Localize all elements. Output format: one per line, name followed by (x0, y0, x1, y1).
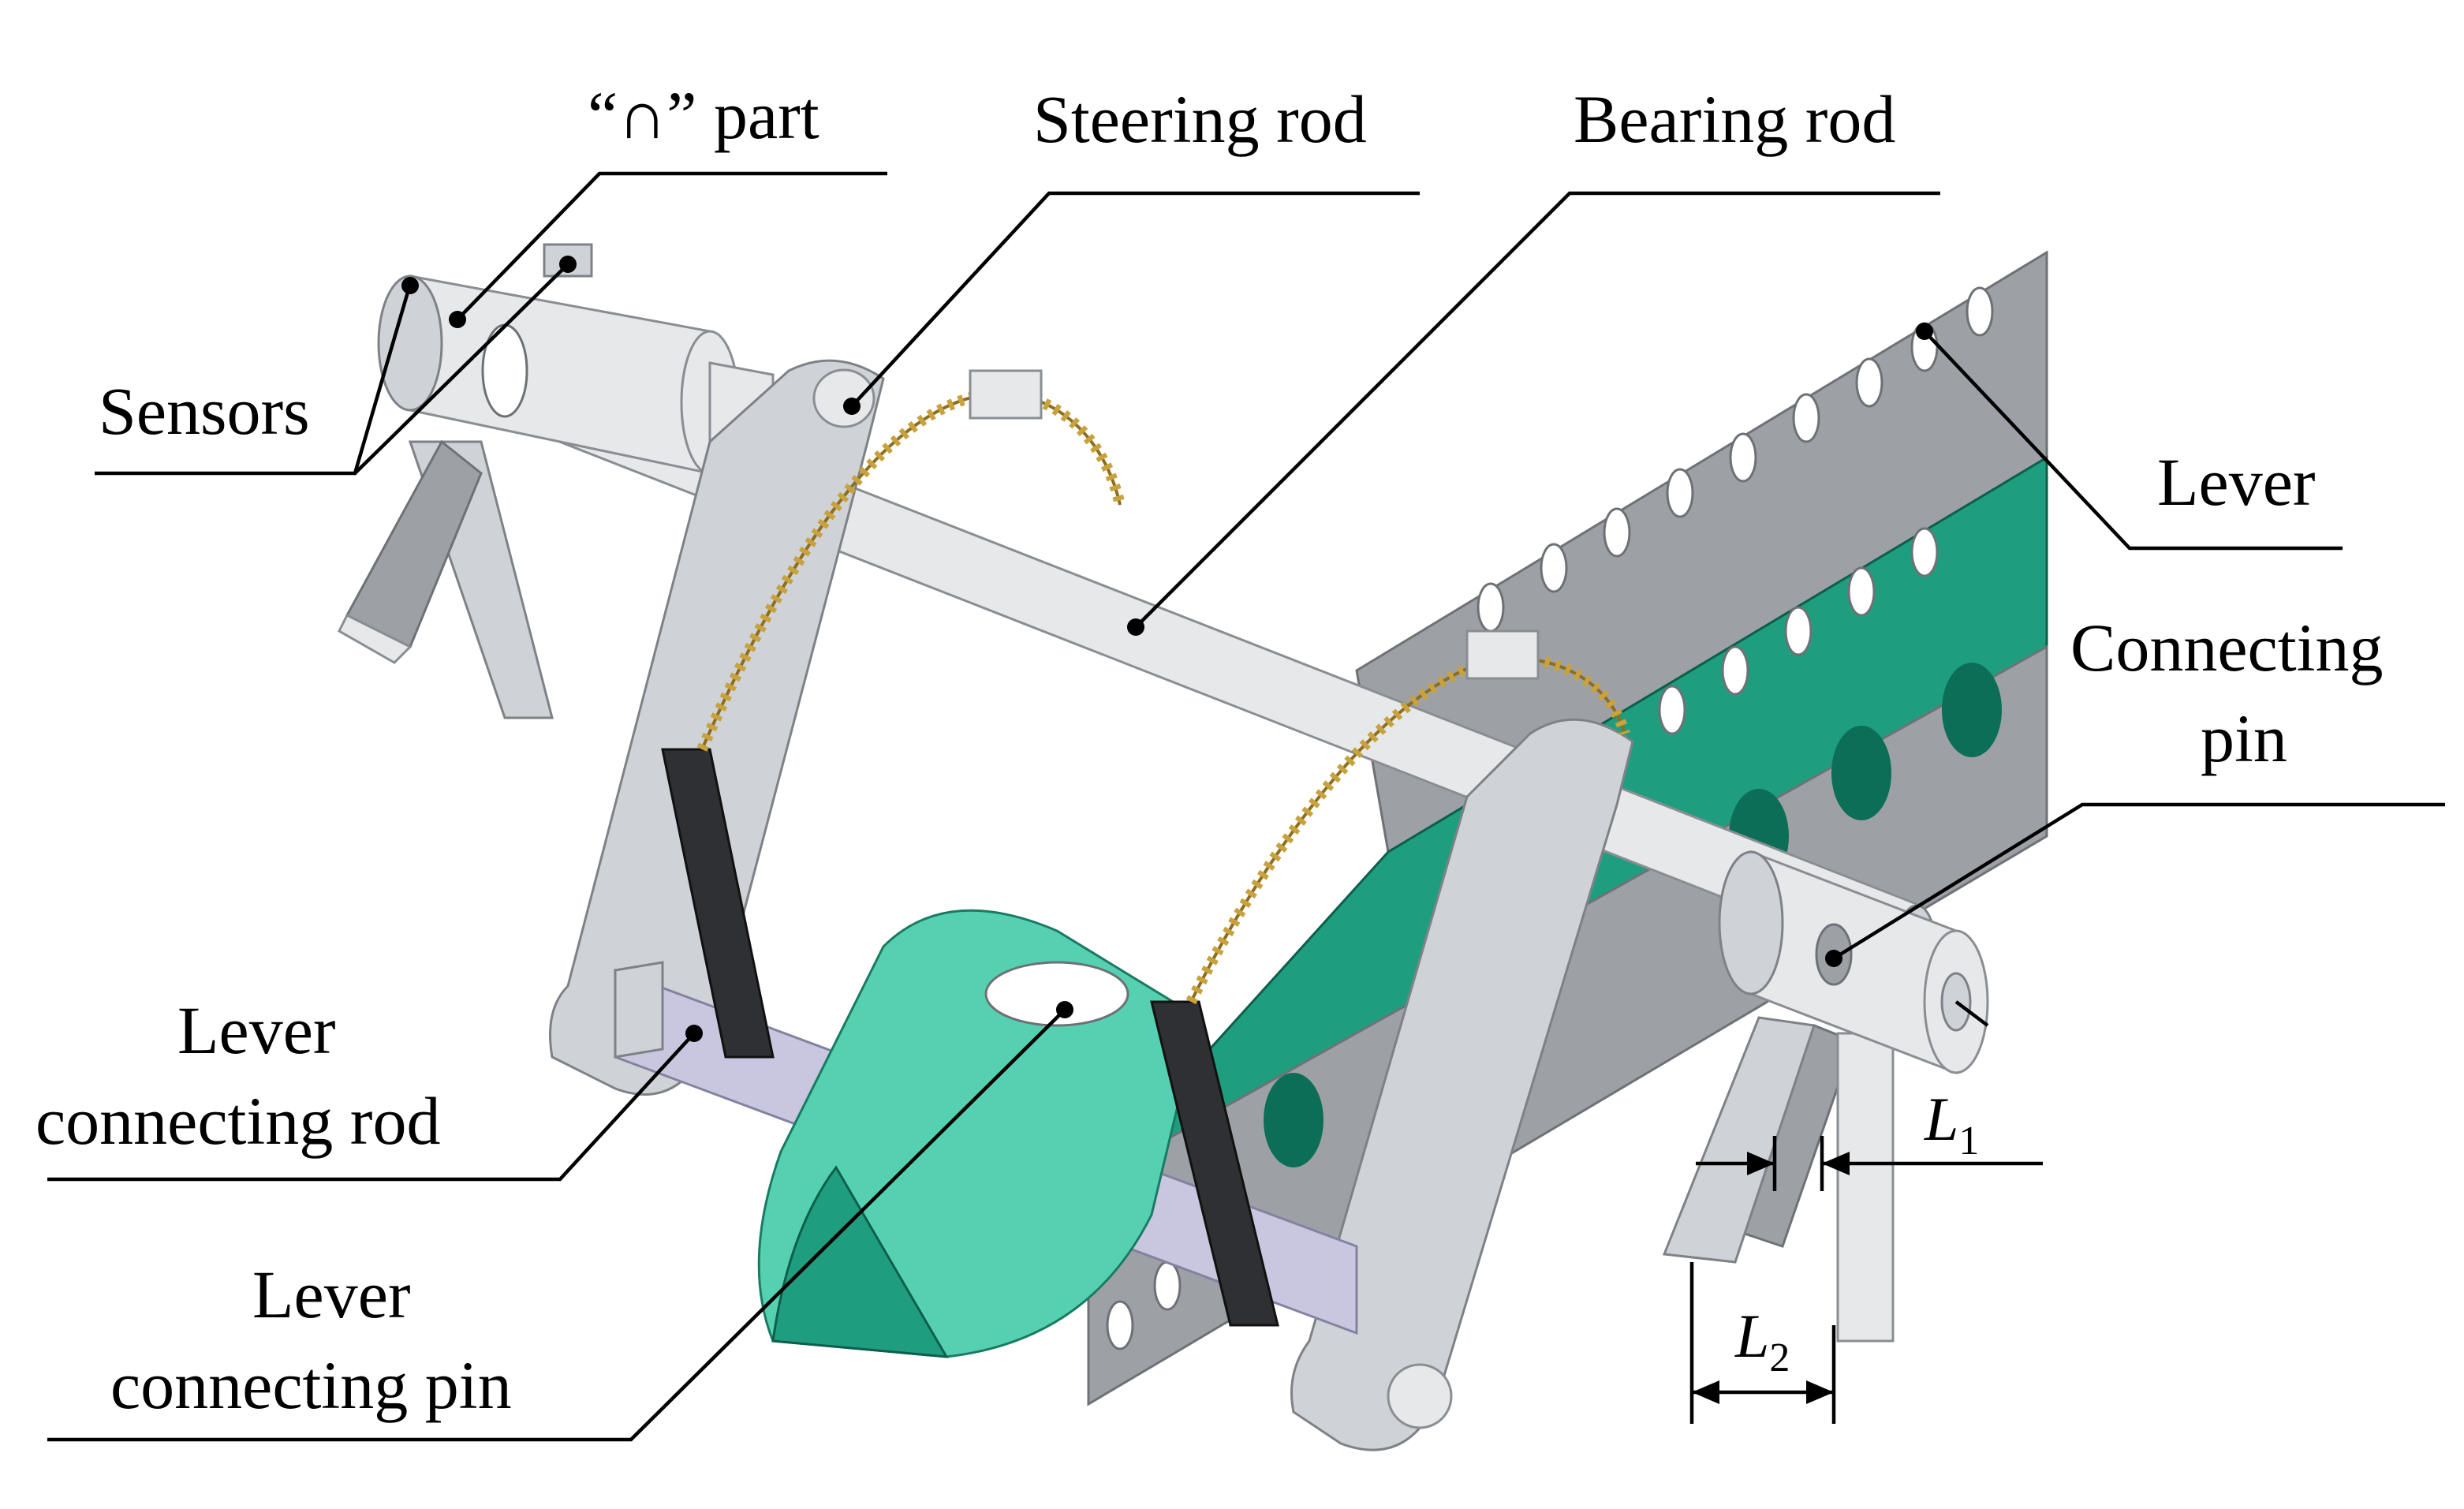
label-lever-connecting-rod-line2: connecting rod (35, 1083, 440, 1159)
label-lever-connecting-rod-line1: Lever (177, 992, 336, 1068)
steering-plate-right (1290, 718, 1634, 1451)
lever-pin-hole (984, 961, 1129, 1027)
spring-right (1185, 652, 1630, 1005)
black-bars (661, 748, 1279, 1327)
springs (696, 369, 1630, 1005)
dimension-l1: L1 (1696, 1085, 2043, 1191)
label-lever: Lever (2157, 444, 2316, 520)
right-support (1662, 1016, 1895, 1343)
label-connecting-pin-line2: pin (2201, 700, 2287, 776)
label-steering-rod: Steering rod (1033, 81, 1367, 157)
dimension-l2: L2 (1689, 1262, 1836, 1424)
label-lever-connecting-pin-line1: Lever (252, 1257, 411, 1332)
label-sensors: Sensors (99, 373, 310, 449)
label-bearing-rod: Bearing rod (1574, 81, 1895, 157)
labels: Sensors “∩” part Steering rod Bearing ro… (35, 77, 2384, 1423)
label-connecting-pin-line1: Connecting (2070, 610, 2384, 685)
leader-lines (47, 171, 2445, 1442)
dimension-l2-label: L2 (1734, 1302, 1790, 1380)
lever-lower-flange (1087, 644, 2048, 1406)
label-cap-part: “∩” part (588, 77, 819, 153)
spring-left (696, 387, 1126, 752)
dimension-l1-label: L1 (1924, 1085, 1979, 1163)
lever-head (757, 909, 1200, 1358)
lever-upper-holes (1477, 286, 1994, 633)
label-lever-connecting-pin-line2: connecting pin (110, 1347, 512, 1423)
left-support (338, 439, 554, 719)
